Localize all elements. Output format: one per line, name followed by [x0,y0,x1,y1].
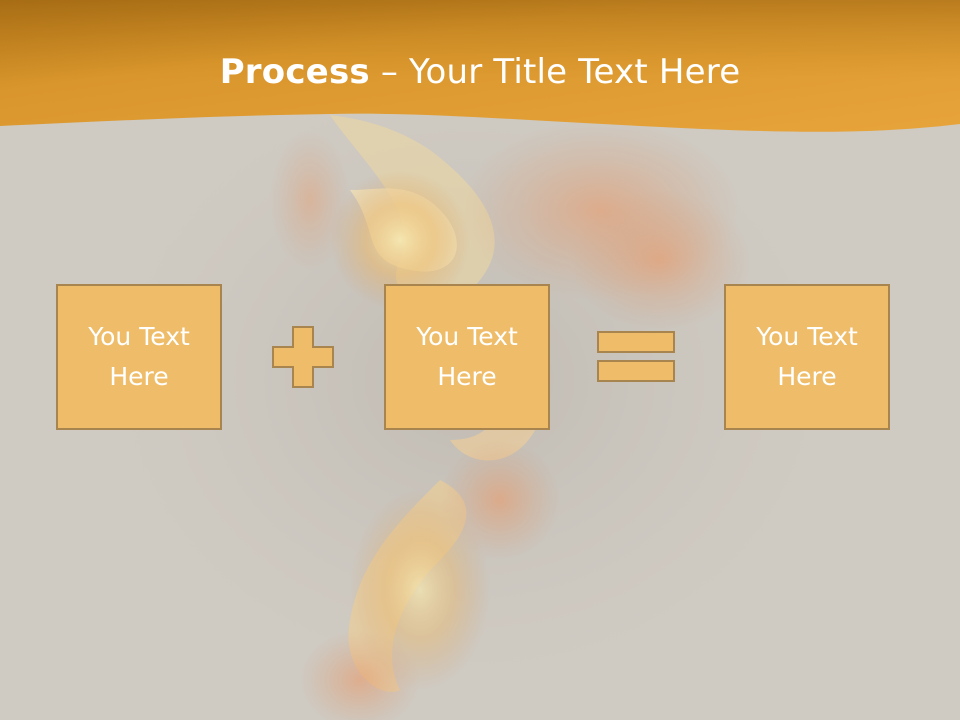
plus-icon [272,326,334,388]
process-box-1[interactable]: You Text Here [56,284,222,430]
process-box-3[interactable]: You Text Here [724,284,890,430]
process-box-1-text: You Text Here [88,322,190,391]
process-box-2-text: You Text Here [416,322,518,391]
process-box-3-text: You Text Here [756,322,858,391]
title-bold-part: Process [219,52,370,92]
slide-title: Process – Your Title Text Here [0,52,960,92]
equals-icon [597,331,675,382]
title-rest-part: – Your Title Text Here [369,52,741,92]
process-box-2[interactable]: You Text Here [384,284,550,430]
